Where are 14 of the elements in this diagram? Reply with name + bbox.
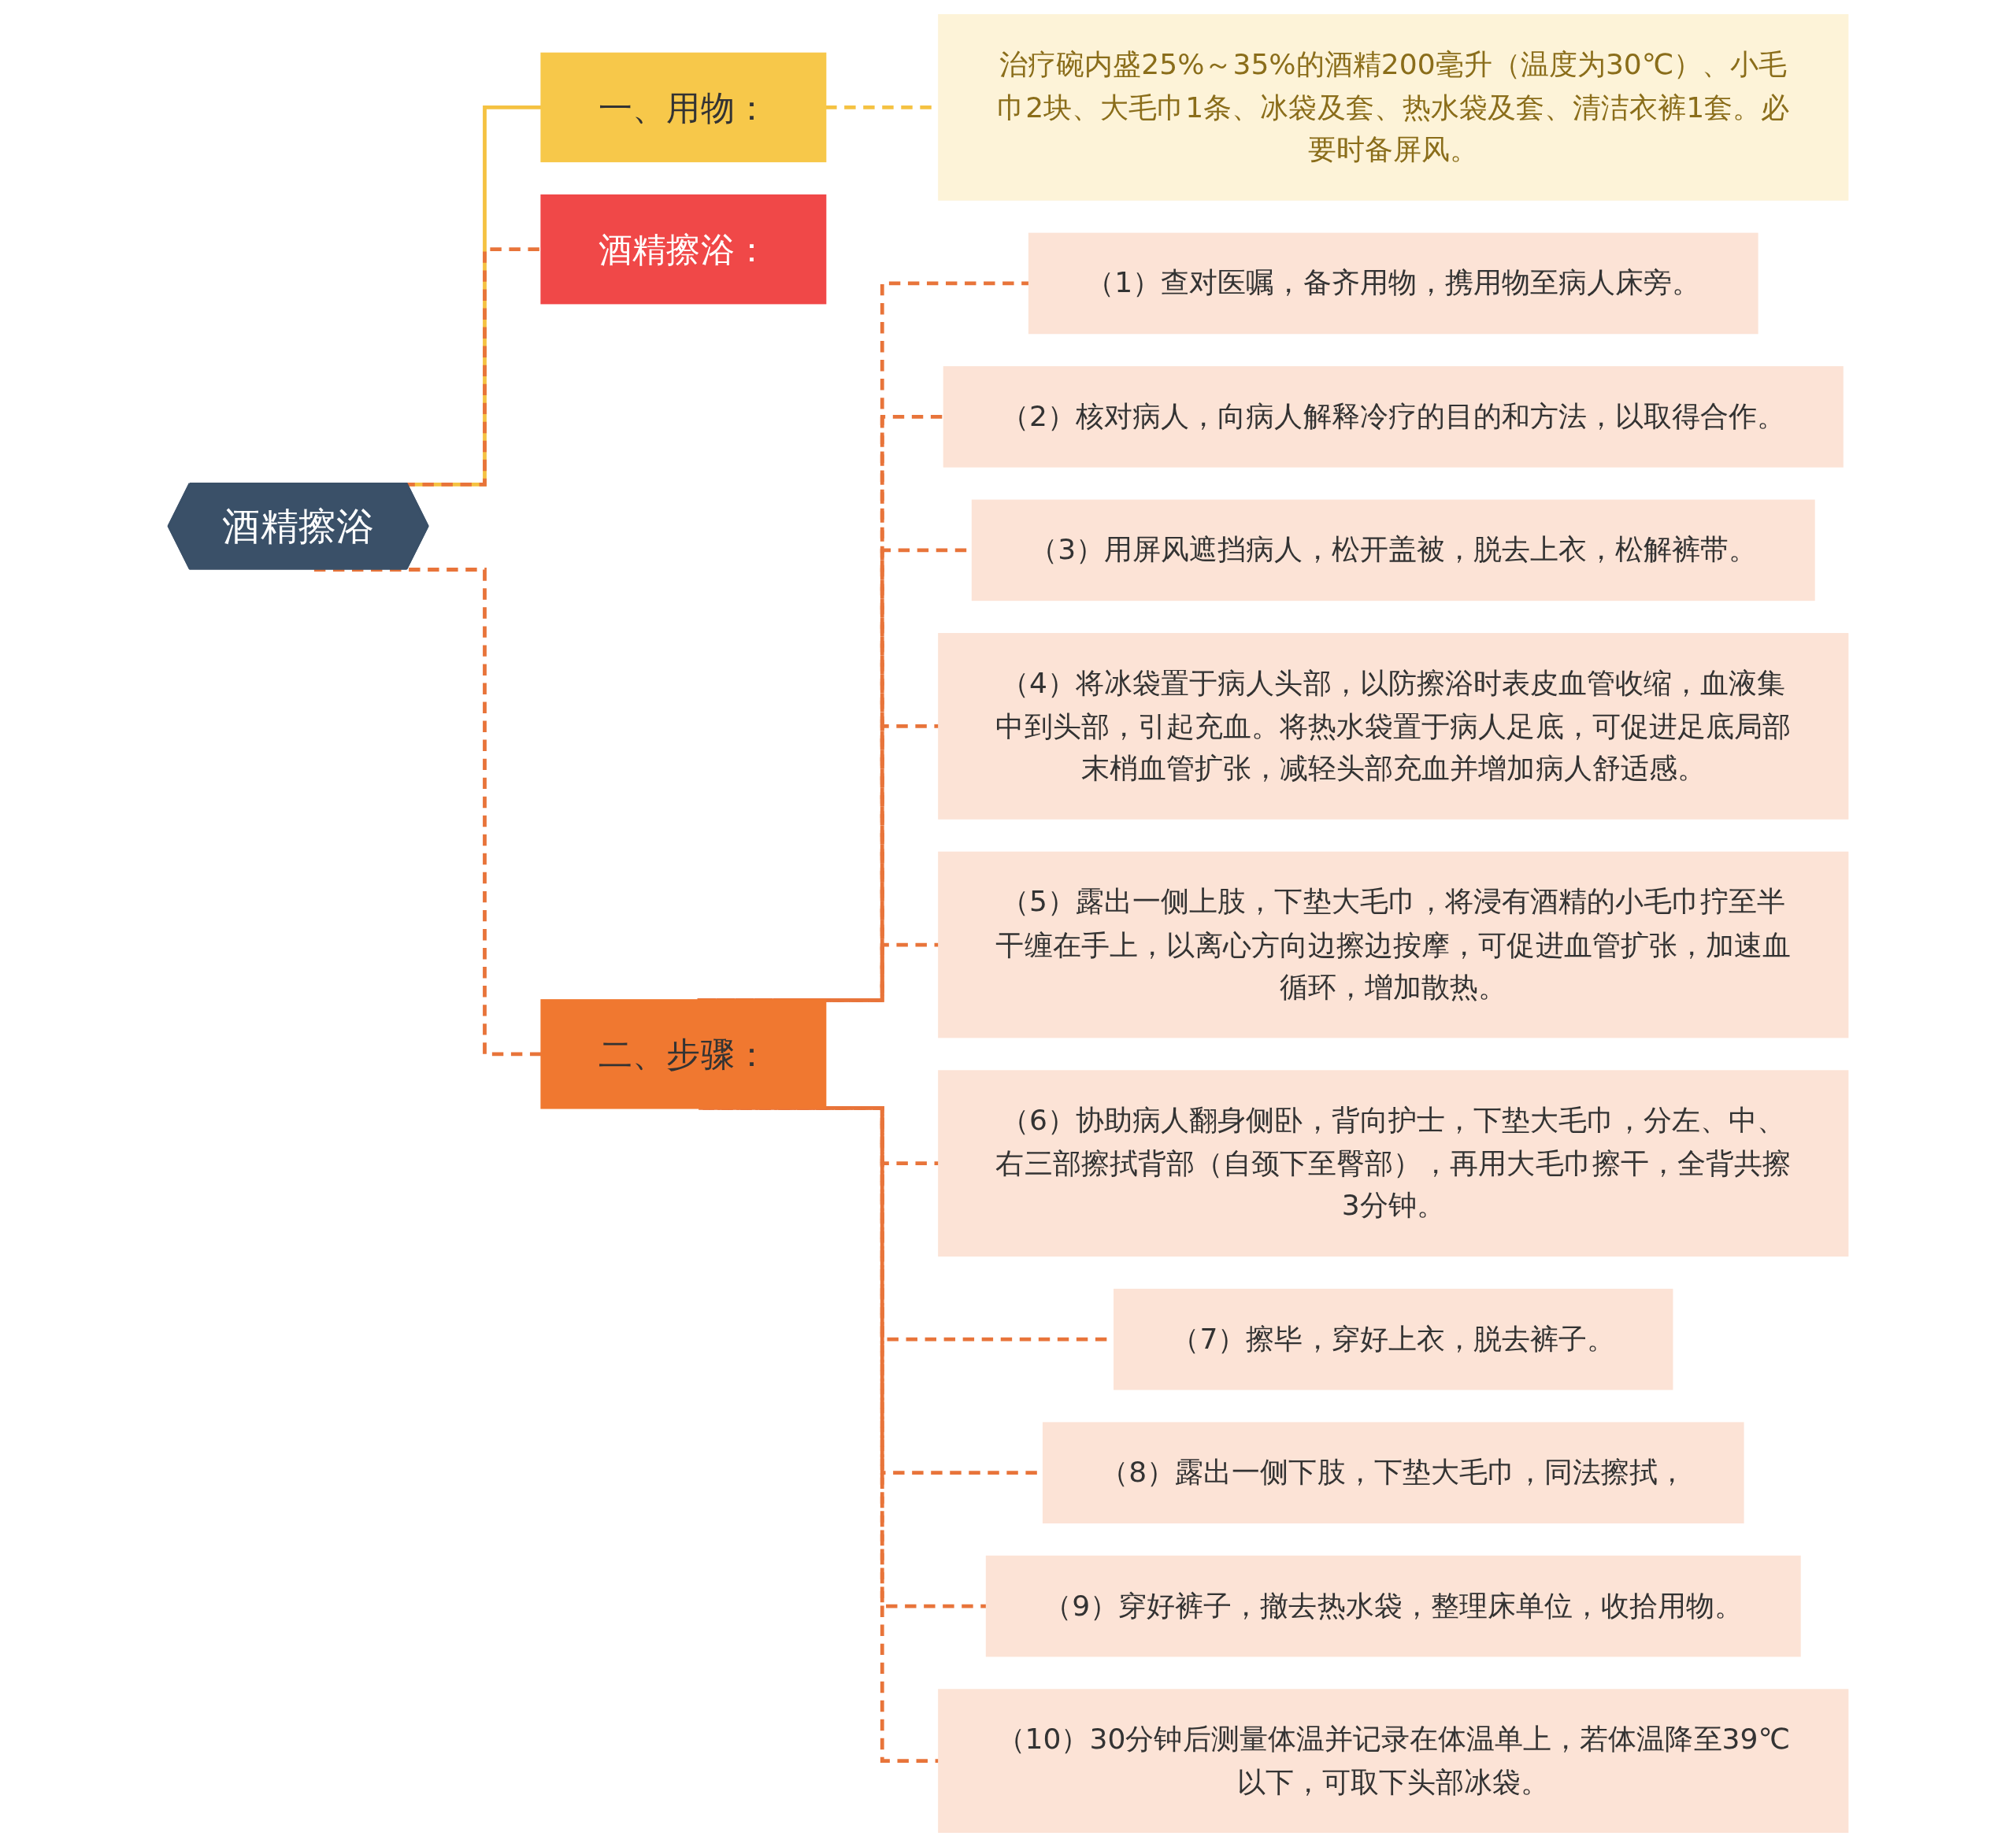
- node-box: 酒精擦浴：: [540, 194, 827, 305]
- node-box: （8）露出一侧下肢，下垫大毛巾，同法擦拭，: [1042, 1422, 1744, 1523]
- node-box: （7）擦毕，穿好上衣，脱去裤子。: [1114, 1288, 1673, 1390]
- node-box: （9）穿好裤子，撤去热水袋，整理床单位，收拾用物。: [985, 1555, 1801, 1657]
- node-box: 一、用物：: [540, 52, 827, 163]
- node-box: （2）核对病人，向病人解释冷疗的目的和方法，以取得合作。: [943, 366, 1844, 468]
- node-box: （6）协助病人翻身侧卧，背向护士，下垫大毛巾，分左、中、右三部擦拭背部（自颈下至臀部），再用大毛巾擦干，全背共擦3分钟。: [938, 1070, 1849, 1257]
- node-box: 治疗碗内盛25%～35%的酒精200毫升（温度为30℃）、小毛巾2块、大毛巾1条、冰袋及套、热水袋及套、清洁衣裤1套。必要时备屏风。: [938, 14, 1849, 201]
- node-box: （1）查对医嘱，备齐用物，携用物至病人床旁。: [1028, 232, 1758, 335]
- node-box: （3）用屏风遮挡病人，松开盖被，脱去上衣，松解裤带。: [971, 499, 1815, 601]
- node-box: 二、步骤：: [540, 999, 827, 1109]
- node-box: （5）露出一侧上肢，下垫大毛巾，将浸有酒精的小毛巾拧至半干缠在手上，以离心方向边擦边按摩，可促进血管扩张，加速血循环，增加散热。: [938, 851, 1849, 1038]
- node-box: （4）将冰袋置于病人头部，以防擦浴时表皮血管收缩，血液集中到头部，引起充血。将热水袋置于病人足底，可促进足底局部末梢血管扩张，减轻头部充血并增加病人舒适感。: [938, 633, 1849, 820]
- node-box: （10）30分钟后测量体温并记录在体温单上，若体温降至39℃以下，可取下头部冰袋。: [938, 1689, 1849, 1833]
